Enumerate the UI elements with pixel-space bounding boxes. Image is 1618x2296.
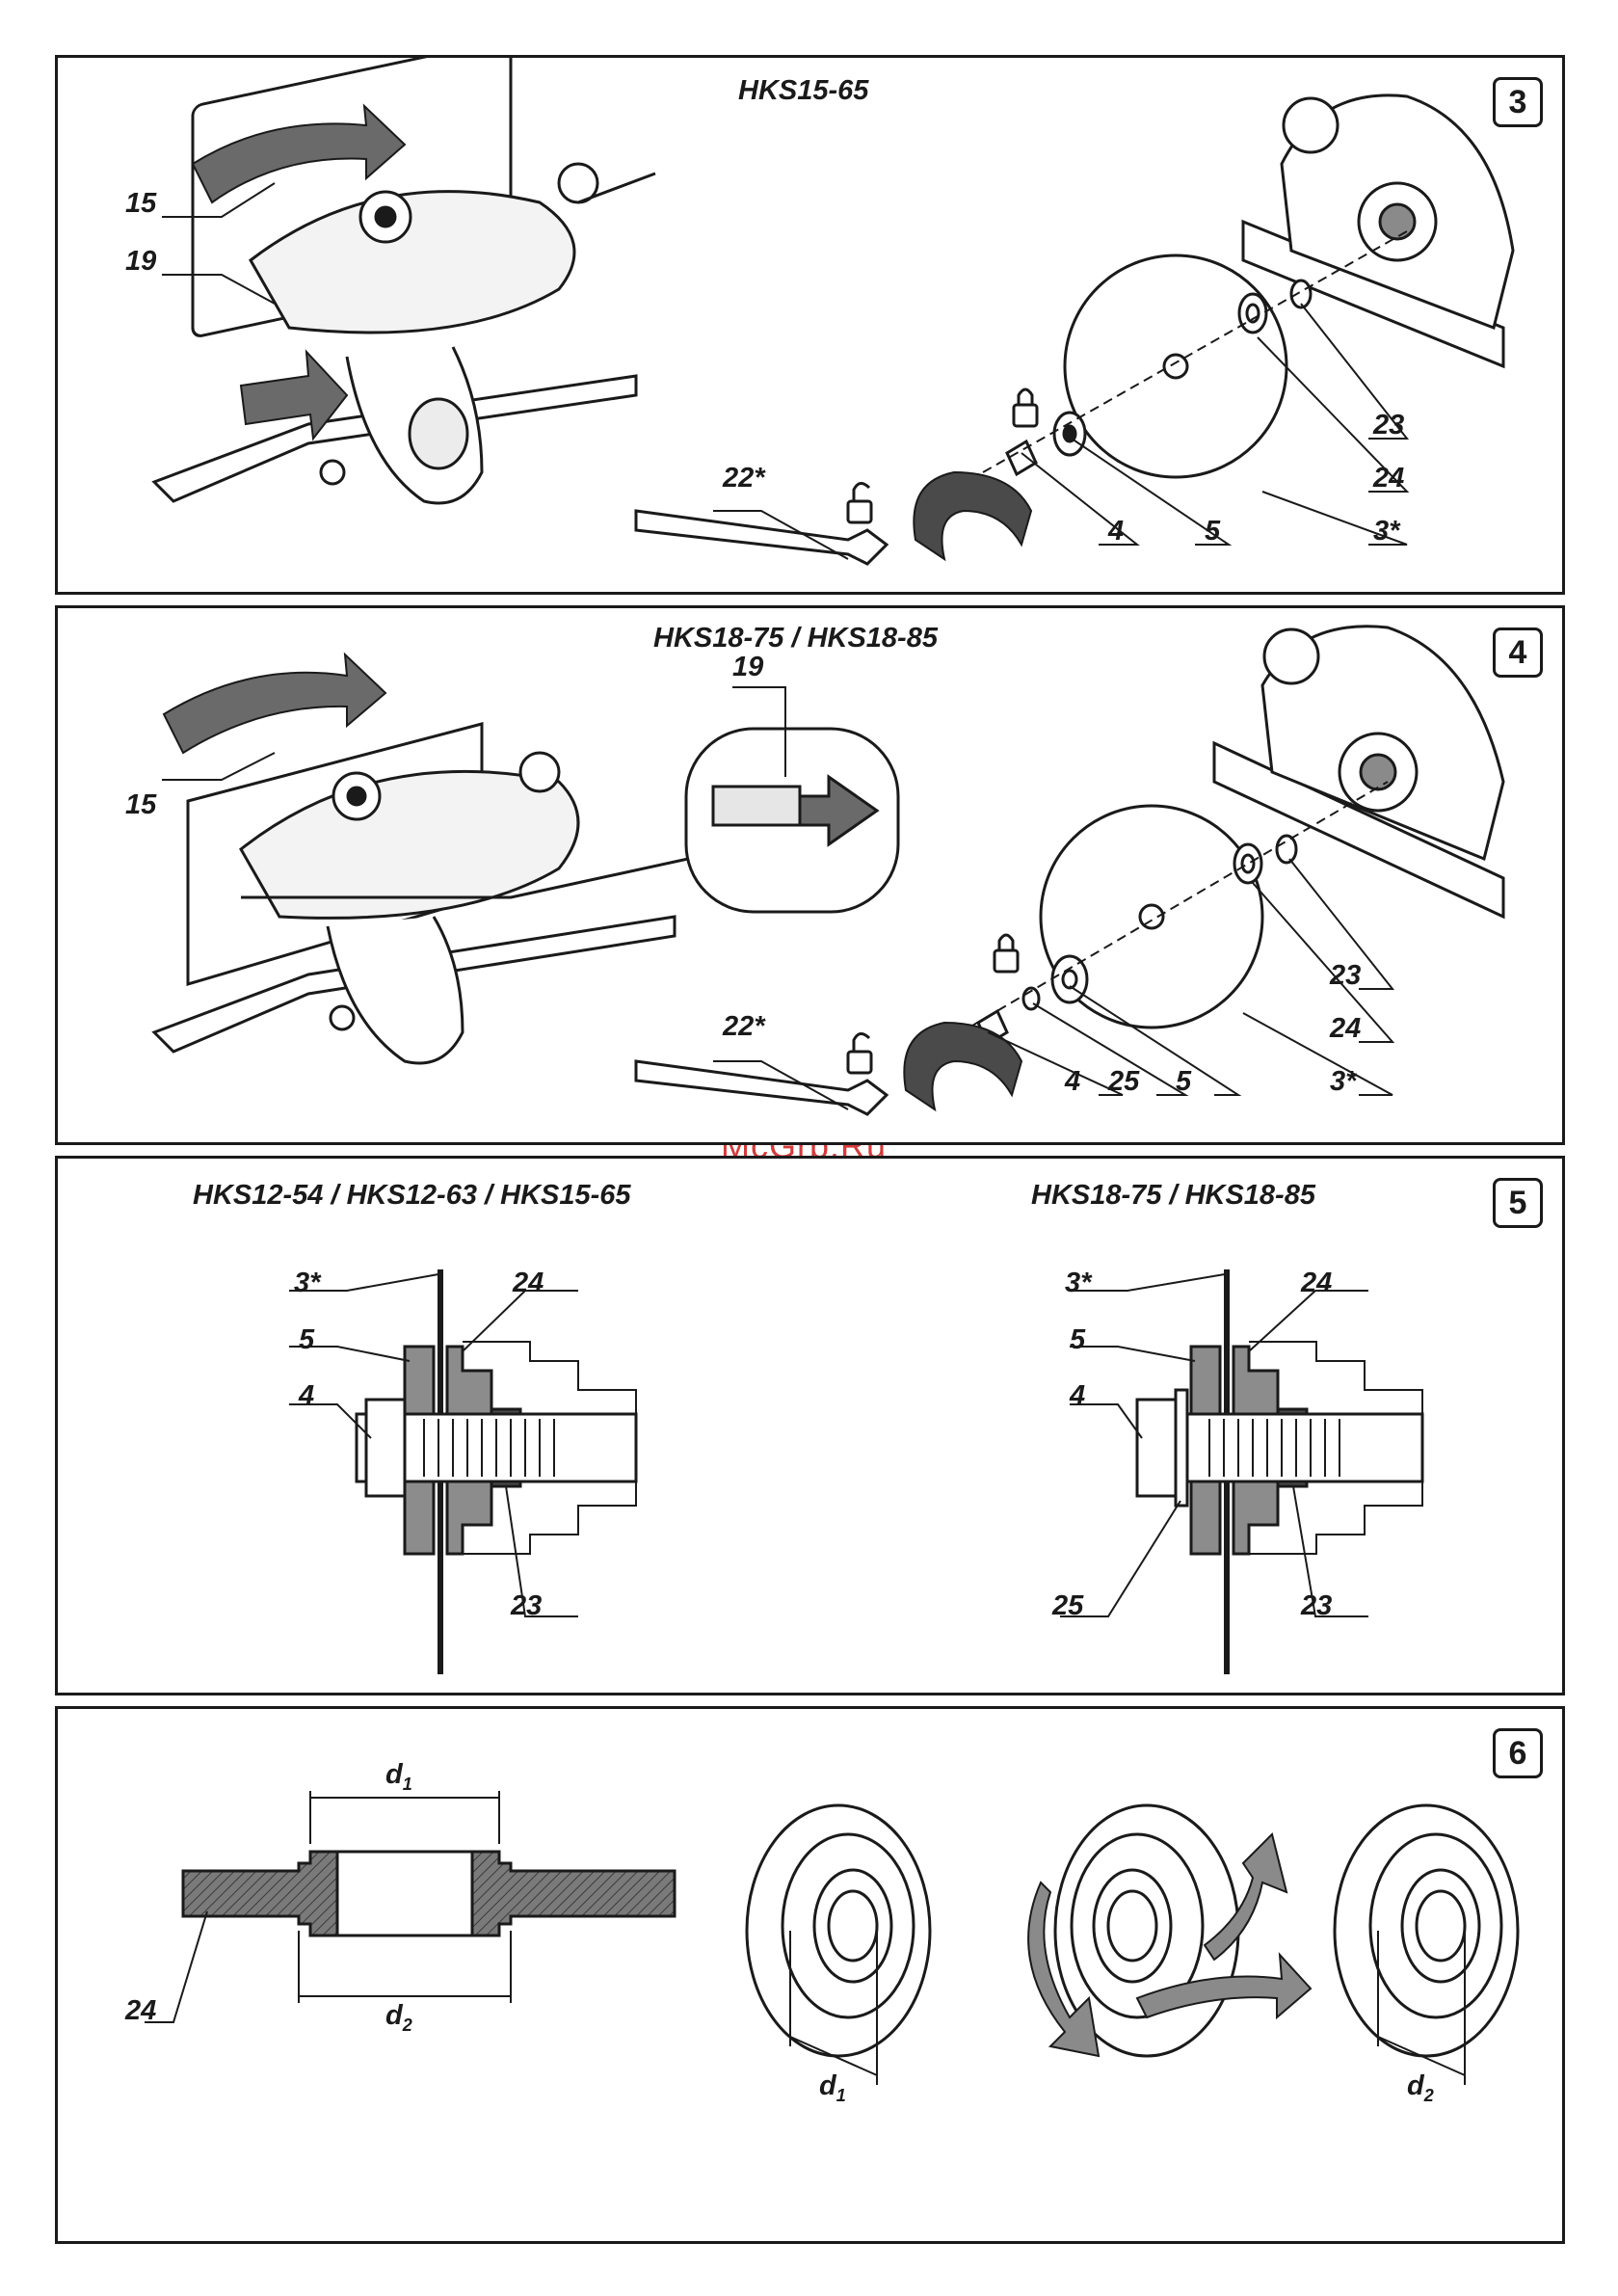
label-25: 25	[1108, 1066, 1139, 1098]
flange-dimension-illustration	[58, 1709, 1562, 2241]
flange-profile	[183, 1852, 675, 1936]
saw-body	[154, 58, 655, 503]
saw-blade	[1065, 255, 1286, 477]
label-4: 4	[1070, 1380, 1085, 1412]
flange-cross-section-illustration	[58, 1159, 1562, 1693]
label-15: 15	[125, 789, 156, 821]
label-3: 3*	[294, 1268, 320, 1299]
label-24: 24	[1330, 1013, 1361, 1045]
cross-section-left	[357, 1269, 636, 1674]
flange-outer	[1054, 413, 1085, 455]
label-23: 23	[1301, 1590, 1332, 1622]
saw-body	[154, 724, 732, 1063]
saw-housing-right	[1243, 95, 1513, 366]
label-24: 24	[125, 1995, 156, 2027]
padlock-open-icon	[848, 483, 871, 522]
label-22: 22*	[723, 463, 765, 494]
panel-5: 5 HKS12-54 / HKS12-63 / HKS15-65 HKS18-7…	[55, 1156, 1565, 1695]
label-24: 24	[1373, 463, 1404, 494]
label-5: 5	[299, 1324, 314, 1356]
dimension-d2-view: d2	[1407, 2070, 1434, 2106]
flange-inner	[1234, 836, 1296, 883]
label-3: 3*	[1065, 1268, 1091, 1299]
label-22: 22*	[723, 1011, 765, 1043]
label-25: 25	[1052, 1590, 1083, 1622]
bolt	[1007, 441, 1036, 474]
label-15: 15	[125, 188, 156, 220]
rotation-arrow-icon	[164, 654, 385, 753]
padlock-open-icon	[848, 1033, 871, 1073]
label-24: 24	[513, 1268, 544, 1299]
label-5: 5	[1070, 1324, 1085, 1356]
flange-view-3	[1335, 1805, 1518, 2056]
wrench-rotation-arrow-icon	[914, 472, 1031, 559]
padlock-closed-icon	[995, 935, 1018, 972]
label-3: 3*	[1373, 516, 1399, 547]
flange-view-1	[747, 1805, 930, 2056]
dimension-d2: d2	[385, 2000, 412, 2036]
cross-section-right	[1137, 1269, 1422, 1674]
label-19: 19	[125, 246, 156, 278]
dimension-d1-view: d1	[819, 2070, 846, 2106]
detail-callout	[686, 729, 898, 912]
padlock-closed-icon	[1014, 389, 1037, 426]
label-24: 24	[1301, 1268, 1332, 1299]
panel-6: 6	[55, 1706, 1565, 2244]
panel-4: 4 HKS18-75 / HKS18-85	[55, 605, 1565, 1145]
saw-blade-removal-illustration	[58, 58, 1562, 592]
flange-outer	[1023, 956, 1087, 1009]
label-4: 4	[1065, 1066, 1080, 1098]
label-19: 19	[732, 652, 763, 683]
label-23: 23	[511, 1590, 542, 1622]
panel-3: 3 HKS15-65	[55, 55, 1565, 595]
label-23: 23	[1373, 410, 1404, 441]
label-23: 23	[1330, 960, 1361, 992]
label-4: 4	[299, 1380, 314, 1412]
label-3: 3*	[1330, 1066, 1356, 1098]
saw-blade-removal-illustration	[58, 608, 1562, 1142]
label-5: 5	[1176, 1066, 1191, 1098]
dimension-d1: d1	[385, 1759, 412, 1795]
label-5: 5	[1205, 516, 1220, 547]
label-4: 4	[1108, 516, 1124, 547]
